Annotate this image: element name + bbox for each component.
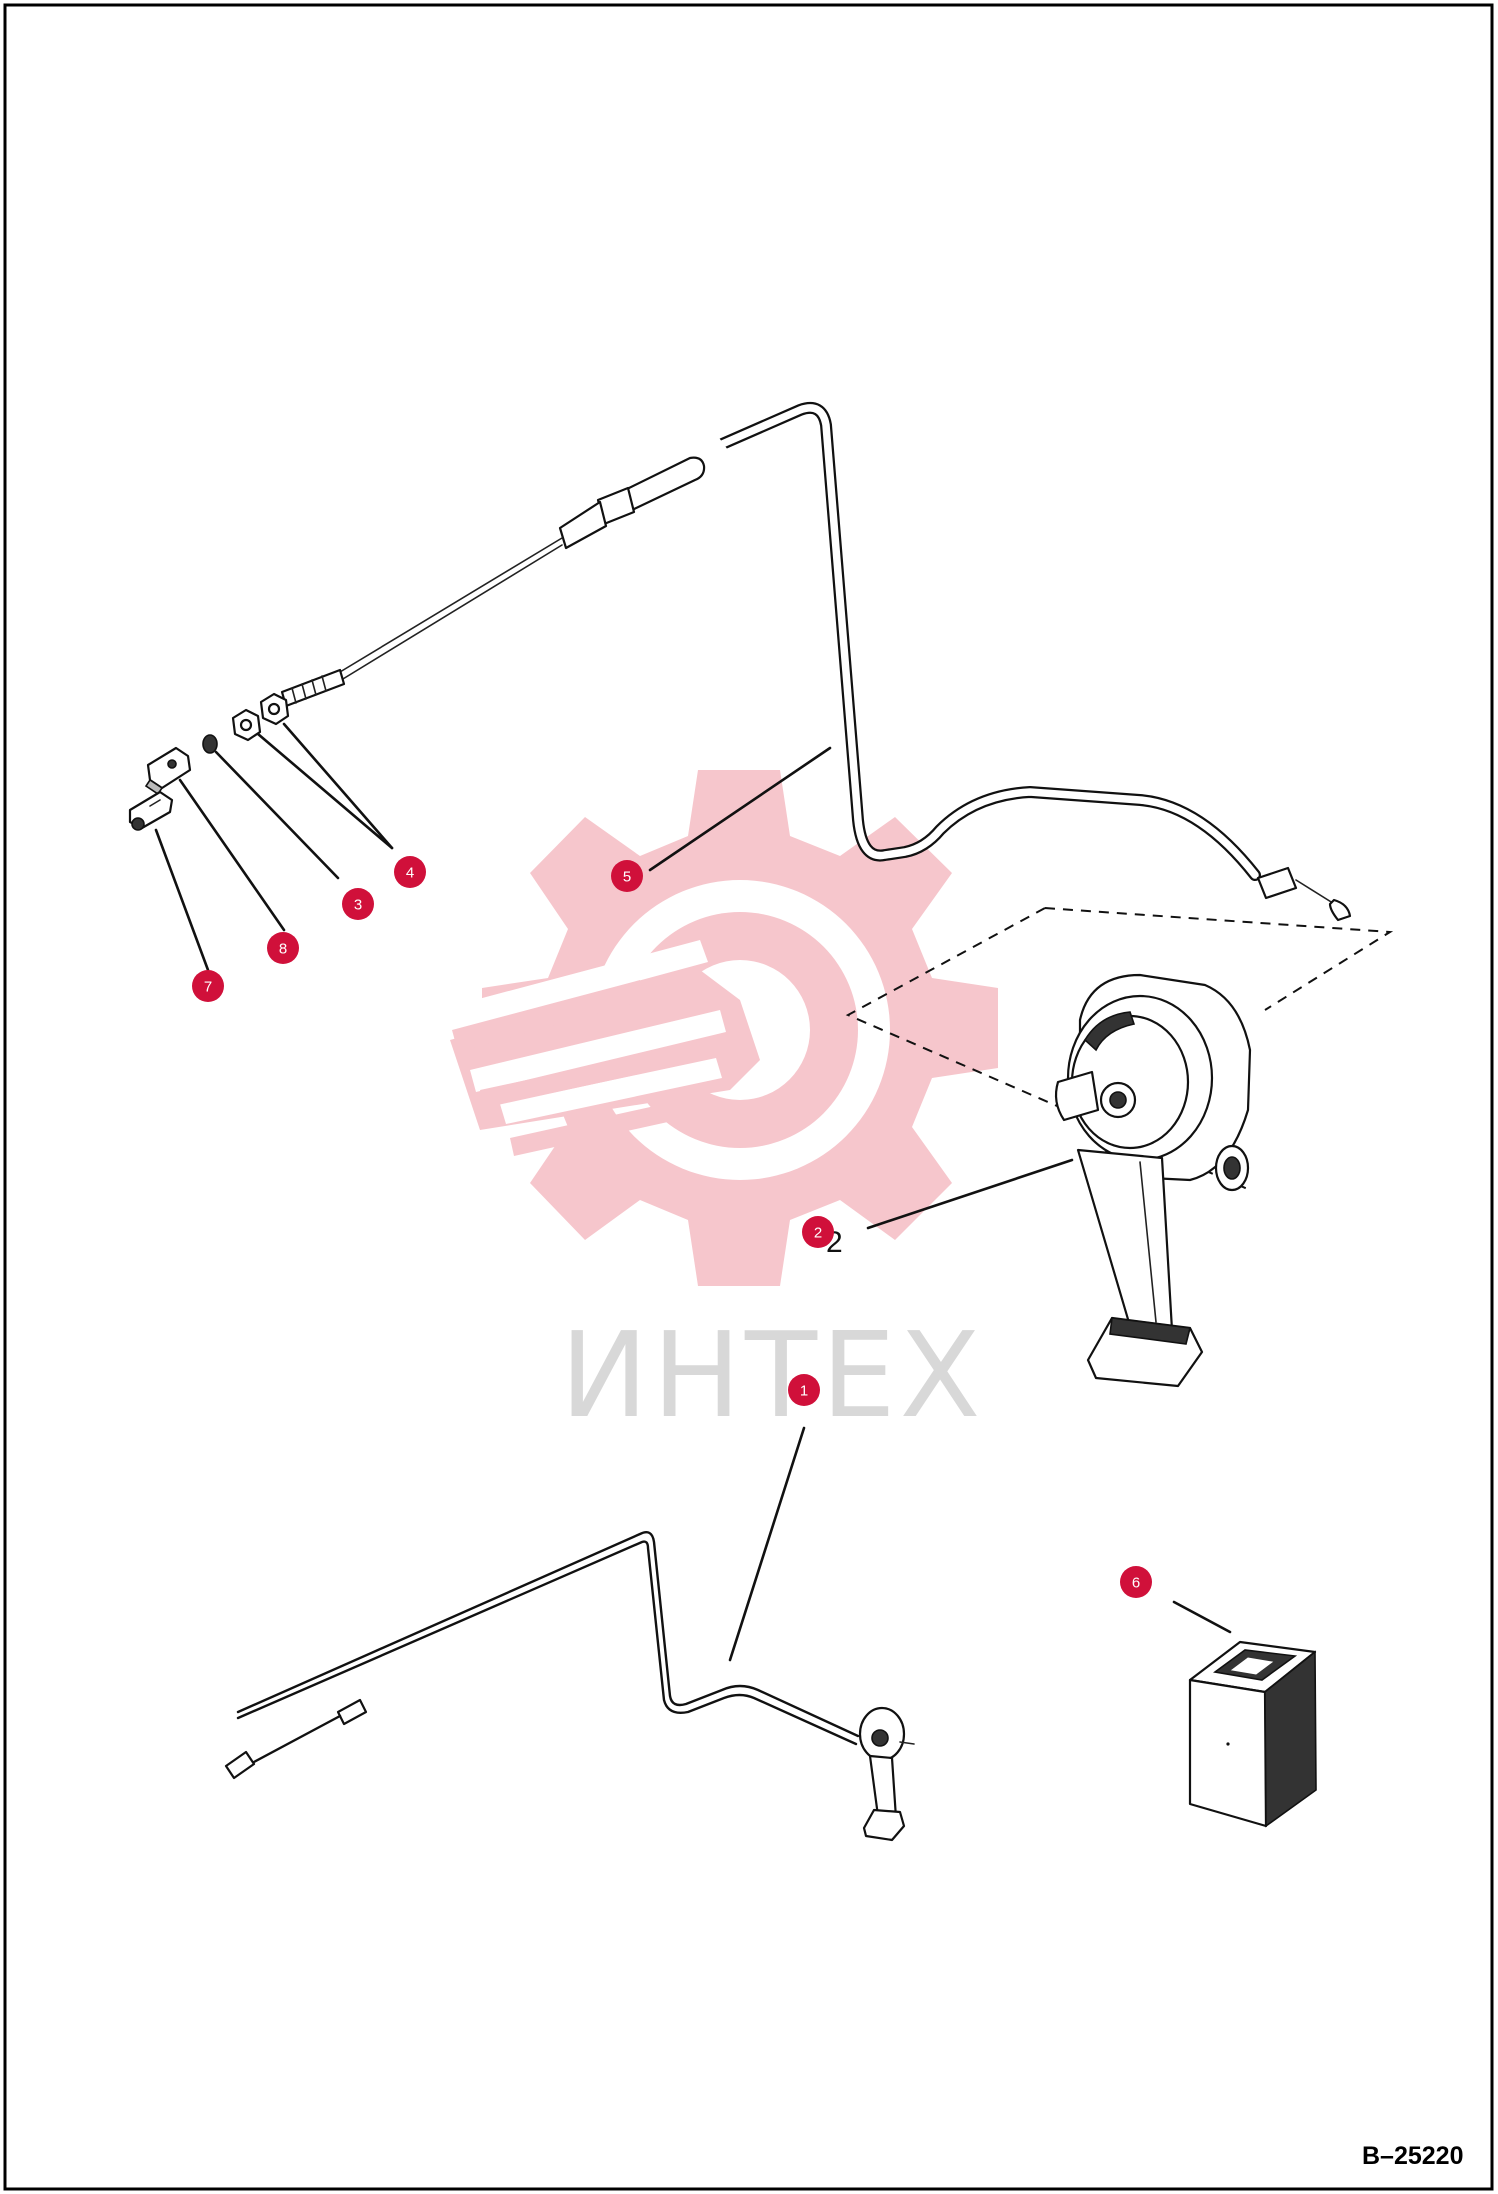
leader-2 <box>866 1158 1074 1230</box>
callout-5-label: 5 <box>623 869 631 886</box>
leader-1 <box>728 1426 806 1662</box>
callout-4[interactable]: 4 <box>394 856 426 888</box>
jam-nuts <box>231 692 290 742</box>
watermark-text: ИНТЕХ <box>560 1306 984 1444</box>
leader-5 <box>648 746 832 872</box>
callout-8[interactable]: 8 <box>267 932 299 964</box>
callout-1-label: 1 <box>800 1383 808 1400</box>
lock-washer <box>202 734 218 754</box>
leader-8 <box>178 778 286 932</box>
callout-2[interactable]: 2 <box>802 1216 834 1248</box>
leader-6 <box>1172 1600 1232 1634</box>
callout-4-label: 4 <box>406 865 414 882</box>
leader-lines <box>154 722 1232 1662</box>
drawing-code: B–25220 <box>1362 2142 1463 2170</box>
callout-5[interactable]: 5 <box>611 860 643 892</box>
callout-3-label: 3 <box>354 897 362 914</box>
callout-6[interactable]: 6 <box>1120 1566 1152 1598</box>
callout-1[interactable]: 1 <box>788 1374 820 1406</box>
callout-6-label: 6 <box>1132 1575 1140 1592</box>
pedal-assembly <box>845 907 1394 1388</box>
gear-wrench-logo-icon <box>445 770 998 1286</box>
callout-7[interactable]: 7 <box>192 970 224 1002</box>
small-pedal-cable-assembly <box>224 1531 915 1842</box>
leader-3 <box>214 750 340 880</box>
control-cable <box>280 401 1352 922</box>
leader-7 <box>154 828 210 972</box>
decal-kit-box <box>1188 1640 1317 1828</box>
drawing-frame <box>3 3 1494 2191</box>
callout-8-label: 8 <box>279 941 287 958</box>
leader-4a <box>282 722 394 850</box>
leader-4b <box>256 732 394 850</box>
callout-3[interactable]: 3 <box>342 888 374 920</box>
callout-2-label: 2 <box>814 1225 822 1242</box>
clevis <box>144 746 192 796</box>
callout-7-label: 7 <box>204 979 212 996</box>
ball-joint <box>128 790 174 831</box>
